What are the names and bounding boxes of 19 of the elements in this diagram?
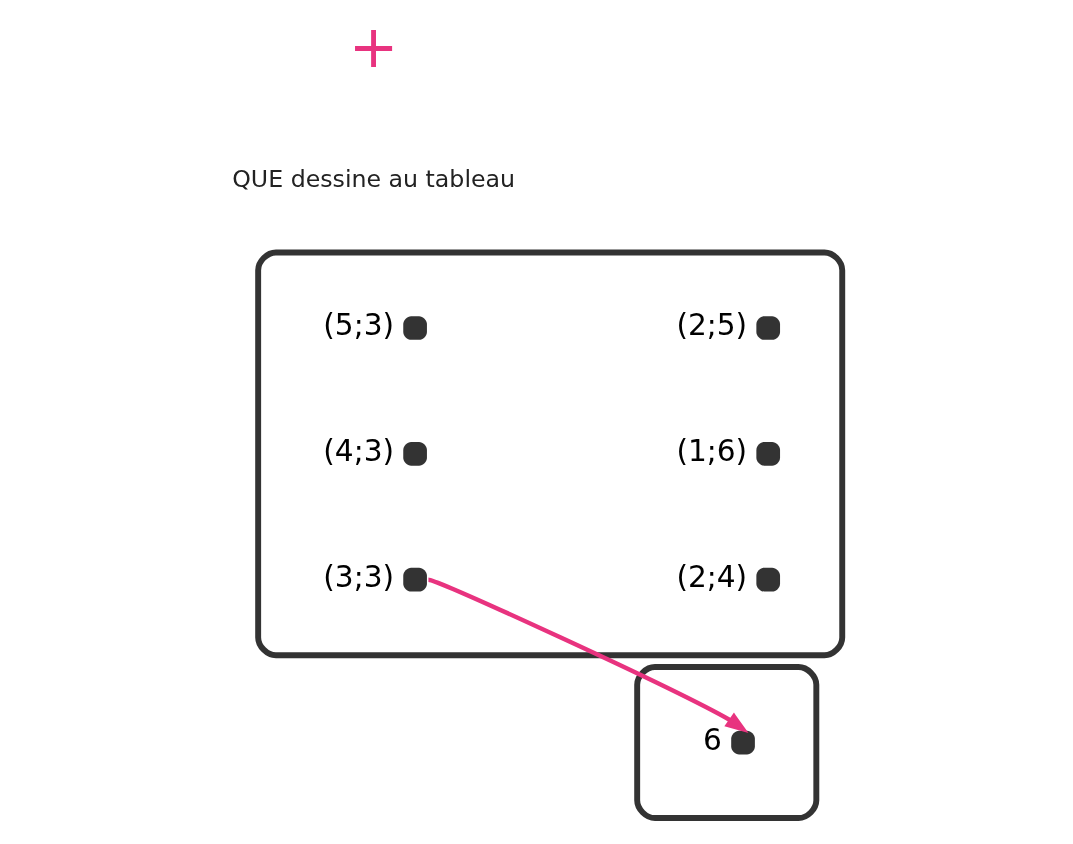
- node-circle: [756, 567, 781, 592]
- node-label: (2;5): [676, 308, 748, 343]
- node-circle: [403, 442, 427, 466]
- node-label: (4;3): [323, 434, 395, 469]
- node-label: (2;4): [676, 560, 748, 595]
- node-label: (1;6): [676, 434, 748, 469]
- node-label: (5;3): [323, 308, 395, 343]
- node-circle: [756, 442, 781, 466]
- node-label: 6: [703, 722, 722, 757]
- node-circle: [756, 316, 781, 340]
- cluster: [255, 249, 846, 659]
- arrow: [427, 577, 749, 734]
- cluster: [634, 664, 820, 821]
- node-label: (3;3): [323, 560, 395, 595]
- label: +: [348, 12, 399, 82]
- node-circle: [403, 567, 427, 592]
- node-circle: [731, 730, 755, 755]
- label: QUE dessine au tableau: [232, 165, 516, 194]
- node-circle: [403, 316, 427, 340]
